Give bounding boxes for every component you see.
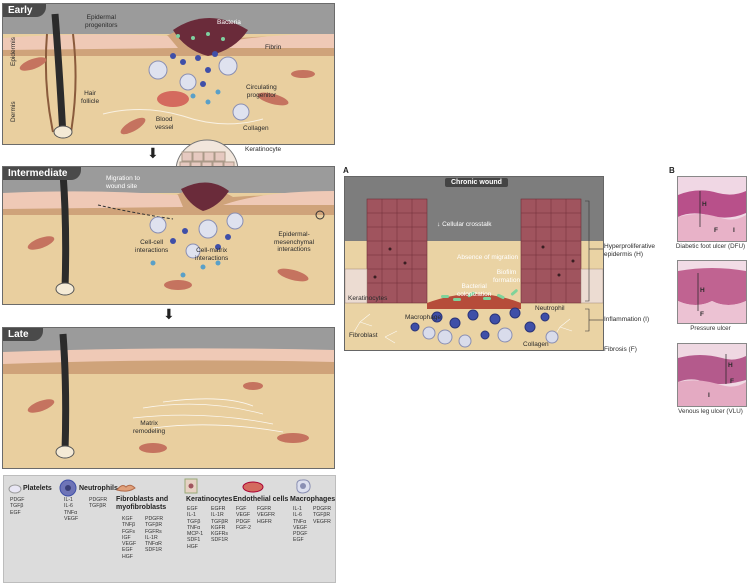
macrophage-icon <box>296 479 311 494</box>
histology-vlu-image <box>678 344 746 406</box>
legend-list-keratinocytes-receptors: EGFR IL-1R TGFβR KGFR KGFRs SDF1R <box>211 506 229 544</box>
chronic-wound-title: Chronic wound <box>445 178 508 187</box>
label-keratinocyte: Keratinocyte <box>245 146 282 153</box>
legend-title-endothelial: Endothelial cells <box>233 496 289 503</box>
histology-dfu: H F I <box>677 176 747 242</box>
histology-vlu: H F I <box>677 343 747 407</box>
legend-list-endothelial-receptors: FGFR VEGFR HGFR <box>257 506 275 525</box>
label-epidermal-progenitors: Epidermal progenitors <box>85 14 118 29</box>
early-illustration <box>3 4 334 139</box>
vlu-mark-f: F <box>730 378 734 385</box>
legend-list-endothelial-ligands: FGF VEGF PDGF FGF-2 <box>236 506 251 531</box>
label-bacterial-colonization: Bacterial colonization <box>457 283 492 298</box>
legend-list-neutrophils-ligands: IL-1 IL-6 TNFα VEGF <box>64 497 79 522</box>
neutrophil-icon <box>59 479 77 497</box>
caption-dfu: Diabetic foot ulcer (DFU) <box>675 243 746 250</box>
platelet-icon <box>8 484 22 494</box>
dfu-mark-i: I <box>733 227 735 234</box>
label-cellular-crosstalk-text: Cellular crosstalk <box>442 221 492 228</box>
label-matrix-remodeling: Matrix remodeling <box>133 420 166 435</box>
late-stage-panel: Late Matrix remodeling <box>2 327 335 469</box>
panel-a-letter: A <box>343 166 349 175</box>
legend-list-neutrophils-receptors: PDGFR TGFβR <box>89 497 108 510</box>
label-inflammation: Inflammation (I) <box>604 316 650 323</box>
legend-list-fibroblasts-ligands: KGF TNFβ FGFs IGF VEGF EGF HGF <box>122 516 137 560</box>
vlu-mark-i: I <box>708 392 710 399</box>
vlu-mark-h: H <box>728 362 733 369</box>
label-cellular-crosstalk: ↓ Cellular crosstalk <box>437 221 492 229</box>
fibroblast-icon <box>116 484 136 492</box>
label-hyperproliferative: Hyperproliferative epidermis (H) <box>604 243 655 258</box>
arrow-early-to-intermediate: ⬇ <box>147 145 159 161</box>
legend-list-macrophages-receptors: PDGFR TGFβR VEGFR <box>313 506 332 525</box>
endothelial-cell-icon <box>242 481 264 493</box>
label-biofilm-formation: Biofilm formation <box>493 269 521 284</box>
cell-factor-legend: Platelets PDGF TGFβ EGF Neutrophils IL-1… <box>3 475 336 583</box>
pressure-mark-h: H <box>700 287 705 294</box>
histology-pressure-ulcer: H F <box>677 260 747 324</box>
label-dermis: Dermis <box>10 101 17 122</box>
label-epidermis: Epidermis <box>10 37 17 66</box>
legend-title-macrophages: Macrophages <box>290 496 336 503</box>
label-neutrophil: Neutrophil <box>535 305 565 312</box>
down-arrow-icon: ↓ <box>437 221 443 228</box>
label-fibrin: Fibrin <box>265 44 282 51</box>
dfu-mark-h: H <box>702 201 707 208</box>
panel-b-letter: B <box>669 166 675 175</box>
label-collagen: Collagen <box>243 125 269 132</box>
label-fibroblast: Fibroblast <box>349 332 378 339</box>
label-migration: Migration to wound site <box>106 175 140 190</box>
legend-list-keratinocytes-ligands: EGF IL-1 TGFβ TNFα MCP-1 SDF1 HGF <box>187 506 204 550</box>
legend-list-macrophages-ligands: IL-1 IL-6 TNFα VEGF PDGF EGF <box>293 506 308 544</box>
legend-title-fibroblasts: Fibroblasts and myofibroblasts <box>116 496 169 511</box>
label-fibrosis: Fibrosis (F) <box>604 346 637 353</box>
intermediate-illustration <box>3 167 334 296</box>
chronic-wound-illustration <box>345 177 603 350</box>
stage-title-intermediate: Intermediate <box>3 167 82 180</box>
arrow-intermediate-to-late: ⬇ <box>163 306 175 322</box>
dfu-mark-f: F <box>714 227 718 234</box>
intermediate-stage-panel: Intermediate Migration to wound site Cel… <box>2 166 335 305</box>
histology-pressure-image <box>678 261 746 323</box>
early-stage-panel: Early Epidermal progenitors Bacteria Fib… <box>2 3 335 145</box>
legend-title-platelets: Platelets <box>23 485 52 492</box>
label-cell-matrix: Cell-matrix interactions <box>195 247 229 262</box>
legend-list-platelets: PDGF TGFβ EGF <box>10 497 25 516</box>
stage-title-early: Early <box>3 4 47 17</box>
label-blood-vessel: Blood vessel <box>155 116 174 131</box>
label-macrophage: Macrophage <box>405 314 442 321</box>
legend-title-neutrophils: Neutrophils <box>79 485 118 492</box>
label-epidermal-mesenchymal: Epidermal- mesenchymal interactions <box>274 231 315 253</box>
label-keratinocytes: Keratinocytes <box>348 295 388 302</box>
caption-pressure-ulcer: Pressure ulcer <box>690 325 731 332</box>
stage-title-late: Late <box>3 328 43 341</box>
late-illustration <box>3 328 334 459</box>
legend-title-keratinocytes: Keratinocytes <box>186 496 233 503</box>
label-hair-follicle: Hair follicle <box>81 90 100 105</box>
keratinocyte-icon <box>184 478 198 494</box>
label-collagen-a: Collagen <box>523 341 549 348</box>
legend-list-fibroblasts-receptors: PDGFR TGFβR FGFRs IL-1R TNFαR SDF1R <box>145 516 164 554</box>
label-bacteria: Bacteria <box>217 19 241 26</box>
chronic-wound-panel: Chronic wound ↓ Cellular crosstalk Absen… <box>344 176 604 351</box>
pressure-mark-f: F <box>700 311 704 318</box>
label-circulating-progenitor: Circulating progenitor <box>246 84 277 99</box>
label-cell-cell: Cell-cell interactions <box>135 239 169 254</box>
caption-vlu: Venous leg ulcer (VLU) <box>678 408 743 415</box>
label-absence-of-migration: Absence of migration <box>457 254 519 261</box>
histology-dfu-image <box>678 177 746 241</box>
